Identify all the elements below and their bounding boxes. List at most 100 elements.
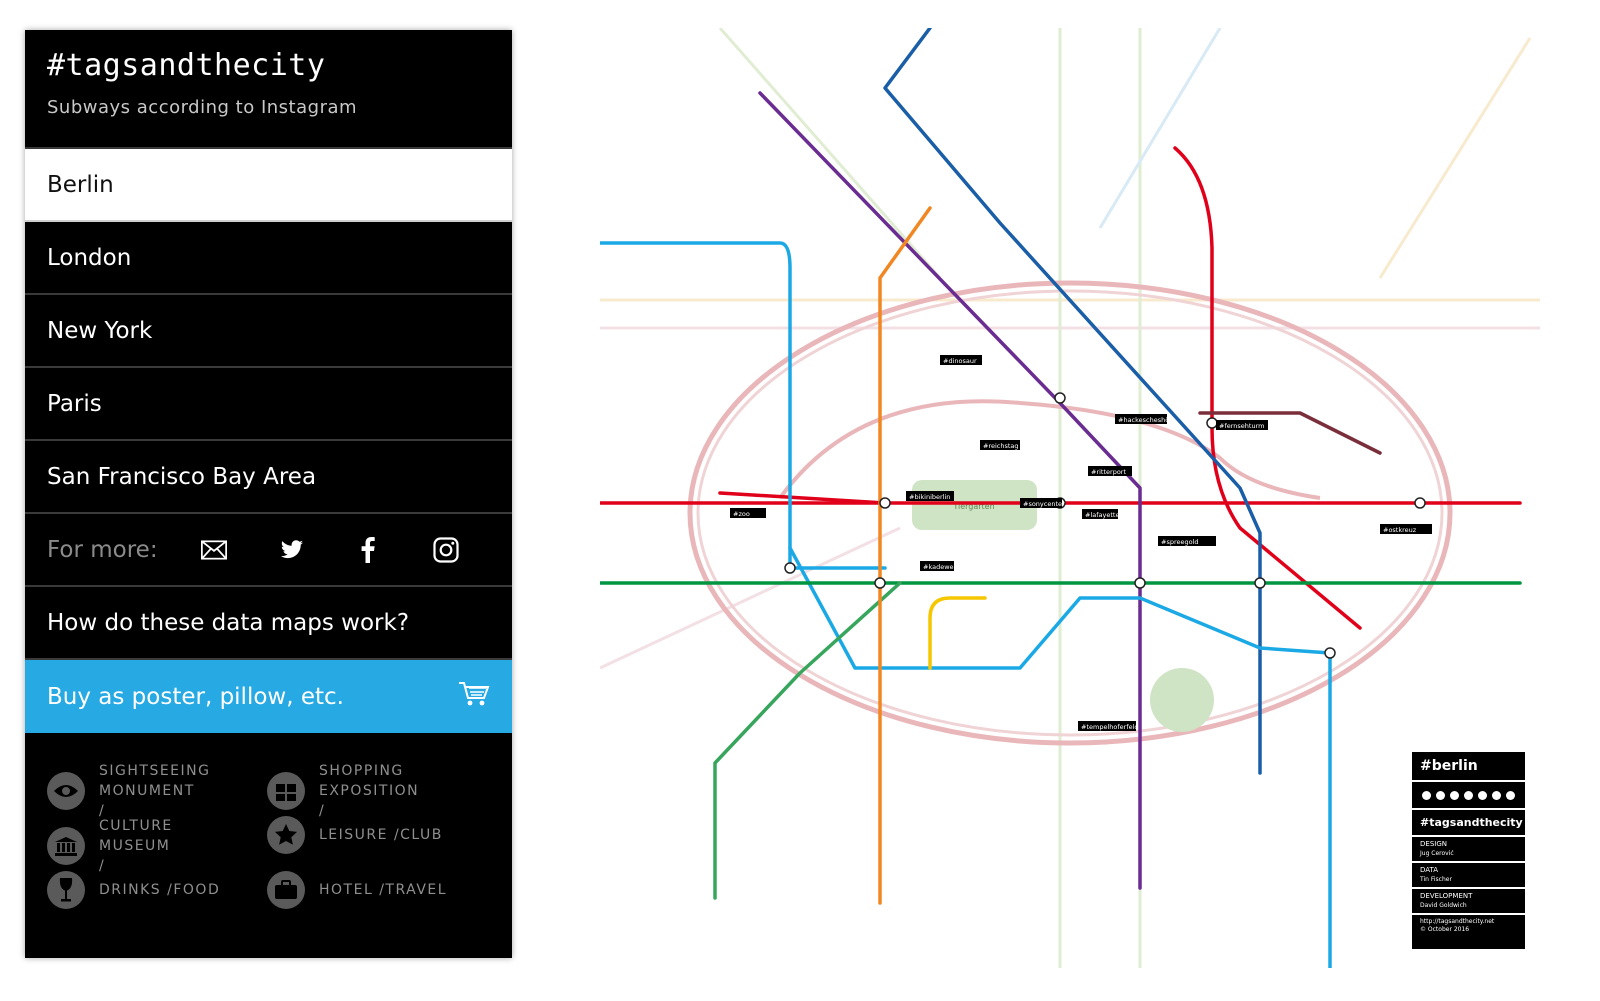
park-tempelhof [1150, 668, 1214, 732]
gift-icon [267, 772, 305, 810]
map-footer: http://tagsandthecity.net© October 2016 [1412, 915, 1525, 937]
legend-drinks[interactable]: DRINKS /FOOD [47, 871, 249, 909]
legend-sep: / [99, 803, 106, 819]
legend-line1: CULTURE [99, 818, 173, 834]
city-label: London [47, 244, 132, 271]
station-alexanderplatz[interactable] [1206, 417, 1218, 429]
station-kottbusser-tor[interactable] [1254, 577, 1266, 589]
station-friedrichstr[interactable] [1054, 392, 1066, 404]
minus-icon [1436, 790, 1445, 800]
tag-label: #zoo [733, 510, 750, 518]
station-ostkreuz[interactable] [1414, 497, 1426, 509]
legend-leisure[interactable]: LEISURE /CLUB [267, 816, 469, 854]
city-item-london[interactable]: London [25, 222, 512, 295]
legend-shopping[interactable]: SHOPPING EXPOSITION/ [267, 761, 469, 821]
star-icon [1492, 790, 1501, 800]
tag-box [1380, 524, 1432, 534]
legend-line1: HOTEL [319, 882, 374, 898]
legend-line2: FOOD [173, 882, 221, 898]
s-bahn-stadtbahn [778, 399, 1321, 500]
faq-label: How do these data maps work? [47, 609, 410, 636]
legend-line1: SIGHTSEEING [99, 763, 211, 779]
line-u9-green [713, 581, 902, 900]
legend-hotel[interactable]: HOTEL /TRAVEL [267, 871, 469, 909]
for-more-label: For more: [47, 536, 158, 563]
line-red-west [718, 491, 887, 505]
tag-box [1078, 721, 1136, 731]
city-label: New York [47, 317, 153, 344]
legend-line1: SHOPPING [319, 763, 404, 779]
glass-icon [1478, 790, 1487, 800]
facebook-icon[interactable] [357, 536, 380, 563]
legend-line2: TRAVEL [385, 882, 448, 898]
suitcase-icon [267, 871, 305, 909]
map-brand-tag: #tagsandthecity [1412, 810, 1525, 837]
city-item-berlin[interactable]: Berlin [25, 149, 512, 222]
city-item-paris[interactable]: Paris [25, 368, 512, 441]
tag-box [906, 491, 954, 501]
station-bismarckstr[interactable] [784, 562, 796, 574]
station-wittenbergplatz[interactable] [874, 577, 886, 589]
gift-icon [1464, 790, 1473, 800]
line-u9-orange [878, 206, 932, 905]
legend-culture[interactable]: CULTURE MUSEUM/ [47, 816, 249, 876]
line-u5-maroon [1198, 411, 1382, 455]
tag-box [1158, 536, 1216, 546]
building-icon [47, 827, 85, 865]
tag-label: #reichstag [983, 442, 1019, 450]
buy-button[interactable]: Buy as poster, pillow, etc. [25, 660, 512, 733]
station-hallesches-tor[interactable] [1134, 577, 1146, 589]
tag-label: #ostkreuz [1383, 526, 1417, 534]
tag-box [1115, 414, 1167, 424]
mail-icon[interactable] [200, 537, 227, 563]
eye-icon [1422, 790, 1431, 800]
social-row: For more: [25, 514, 512, 587]
legend-sightseeing[interactable]: SIGHTSEEING MONUMENT / [47, 761, 249, 821]
credit-role: DEVELOPMENT [1420, 892, 1473, 900]
station-hermannplatz[interactable] [1324, 647, 1336, 659]
map-icon-row [1412, 782, 1525, 810]
legend-sep: / [167, 882, 174, 898]
instagram-icon[interactable] [433, 536, 459, 563]
suitcase-icon [1506, 790, 1515, 800]
regional-line [1378, 37, 1532, 279]
legend-sep: / [379, 882, 386, 898]
city-item-new-york[interactable]: New York [25, 295, 512, 368]
legend-sep: / [393, 827, 401, 843]
regional-line [1098, 28, 1222, 229]
twitter-icon[interactable] [280, 537, 304, 563]
city-label: Berlin [47, 171, 114, 198]
credit-role: DATA [1420, 866, 1439, 874]
city-item-san-francisco[interactable]: San Francisco Bay Area [25, 441, 512, 514]
tag-label: #ritterport [1091, 468, 1126, 476]
legend-line2: MONUMENT [99, 783, 195, 799]
line-u7-lightblue-south [788, 546, 1332, 968]
subway-map[interactable]: Tiergarten #bikiniberlin #sonycenter [600, 28, 1540, 968]
city-label: Paris [47, 390, 102, 417]
legend-sep: / [319, 803, 326, 819]
station-zoo[interactable] [879, 497, 891, 509]
ringbahn-inner [696, 289, 1444, 737]
faq-link[interactable]: How do these data maps work? [25, 587, 512, 660]
credit-name: David Goldwich [1420, 902, 1467, 909]
park-label: Tiergarten [952, 502, 994, 511]
map-url: http://tagsandthecity.net [1420, 918, 1495, 925]
app-header: #tagsandthecity Subways according to Ins… [25, 30, 512, 149]
ringbahn [687, 280, 1453, 746]
tag-box [1082, 509, 1118, 519]
tag-label: #tempelhoferfeld [1081, 723, 1139, 731]
legend-line2: CLUB [400, 827, 443, 843]
tag-box [920, 561, 954, 571]
regional-line [718, 28, 942, 279]
building-icon [1450, 790, 1459, 800]
sidebar: #tagsandthecity Subways according to Ins… [25, 30, 512, 958]
regional-line [600, 526, 901, 670]
line-u8-blue [883, 28, 1262, 775]
category-legend: SIGHTSEEING MONUMENT / SHOPPING EXPOSITIO… [25, 733, 512, 958]
city-label: San Francisco Bay Area [47, 463, 317, 490]
tag-label: #fernsehturm [1219, 422, 1264, 430]
star-icon [267, 816, 305, 854]
line-u7-purple [758, 91, 1142, 890]
